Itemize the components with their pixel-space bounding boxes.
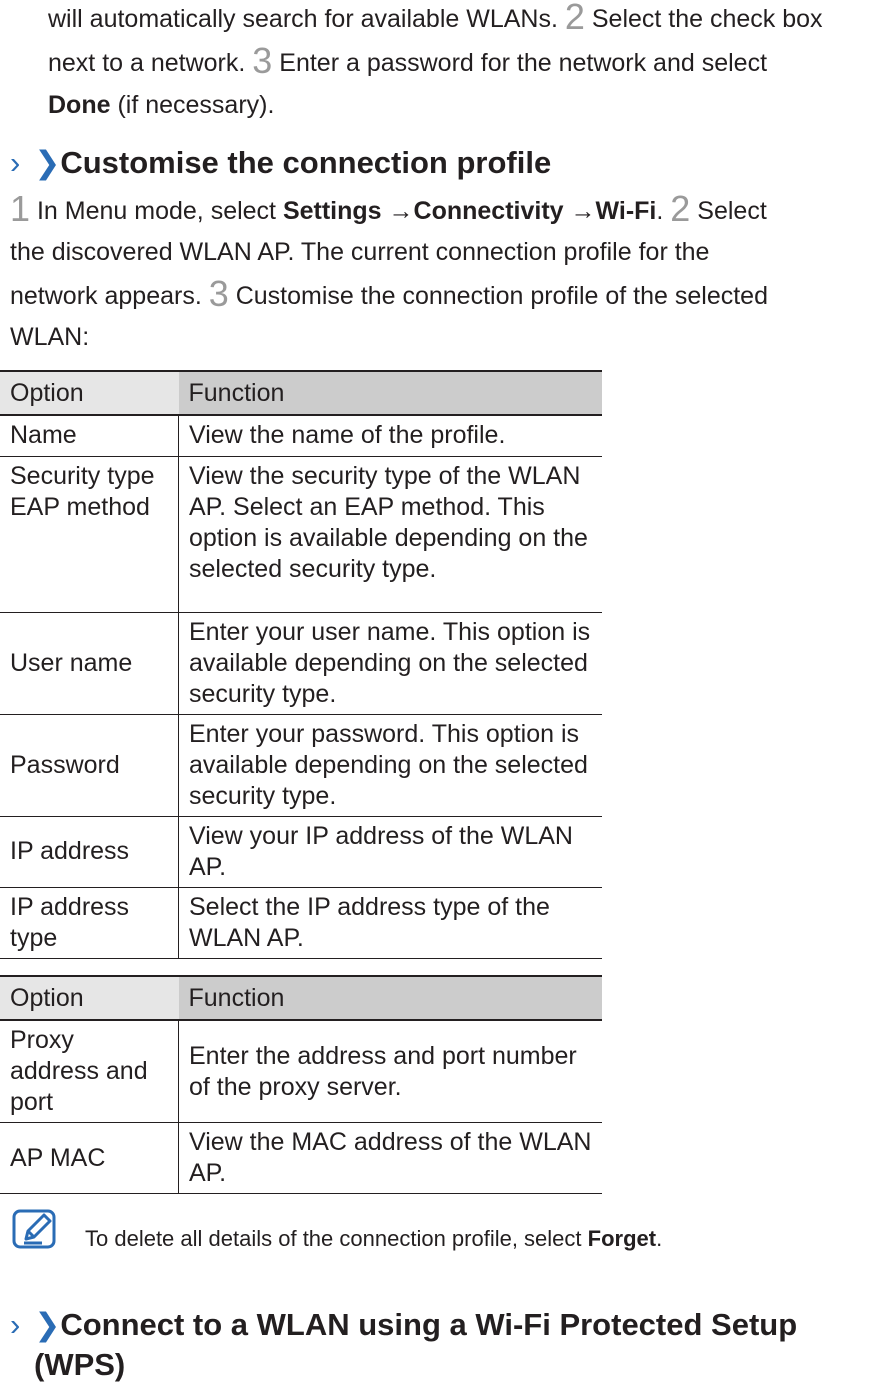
step2-line3: network appears.: [10, 282, 202, 310]
connectivity-label: Connectivity: [413, 197, 564, 225]
wifi-label: Wi-Fi: [595, 197, 657, 225]
note-body: To delete all details of the connection …: [85, 1226, 582, 1251]
arrow: →: [388, 197, 414, 225]
function-cell: View your IP address of the WLAN AP.: [178, 816, 602, 888]
chevron-right-bold-icon: ❯: [34, 145, 61, 180]
function-cell: View the MAC address of the WLAN AP.: [178, 1122, 602, 1194]
step-number: 3: [252, 40, 273, 81]
step-number: 2: [564, 0, 585, 37]
section-heading-customise: › ❯Customise the connection profile: [10, 143, 551, 183]
table-row: Proxy address and port Enter the address…: [0, 1020, 602, 1123]
step1-text: In Menu mode, select: [36, 197, 276, 225]
settings-label: Settings: [282, 197, 382, 225]
table-row: Name View the name of the profile.: [0, 415, 602, 457]
option-cell: Name: [0, 415, 179, 457]
option-cell: IP address type: [0, 887, 179, 959]
step-number: 2: [670, 188, 691, 229]
column-header-option: Option: [0, 976, 179, 1020]
step2-line2: the discovered WLAN AP. The current conn…: [10, 238, 710, 266]
function-cell: View the security type of the WLAN AP. S…: [178, 456, 602, 613]
column-header-function: Function: [178, 976, 602, 1020]
intro-text-5: (if necessary).: [117, 91, 275, 119]
done-label: Done: [48, 91, 111, 119]
arrow: →: [570, 197, 596, 225]
function-cell: Select the IP address type of the WLAN A…: [178, 887, 602, 959]
section-title: Customise the connection profile: [60, 145, 552, 180]
table-header-row: Option Function: [0, 976, 602, 1020]
function-cell: Enter the address and port number of the…: [178, 1020, 602, 1123]
function-cell: View the name of the profile.: [178, 415, 602, 457]
note-period: .: [656, 1226, 663, 1251]
table-row: IP address View your IP address of the W…: [0, 816, 602, 888]
section-title-line1: Connect to a WLAN using a Wi-Fi Protecte…: [60, 1307, 798, 1342]
option-cell: IP address: [0, 816, 179, 888]
intro-text-4: Enter a password for the network and sel…: [279, 49, 768, 77]
step-number: 1: [10, 188, 31, 229]
chevron-right-icon: ›: [10, 145, 21, 180]
intro-text-3: next to a network.: [48, 49, 246, 77]
steps-paragraph: 1 In Menu mode, select Settings →Connect…: [10, 188, 880, 358]
option-cell: AP MAC: [0, 1122, 179, 1194]
intro-text-1: will automatically search for available …: [48, 5, 558, 33]
table-row: Password Enter your password. This optio…: [0, 714, 602, 817]
table-row: AP MAC View the MAC address of the WLAN …: [0, 1122, 602, 1194]
table-row: User name Enter your user name. This opt…: [0, 612, 602, 715]
table-header-row: Option Function: [0, 371, 602, 415]
note-callout: [12, 1207, 58, 1256]
step2-text: Select: [697, 197, 767, 225]
table-row: Security type EAP method View the securi…: [0, 456, 602, 613]
section-title-line2: (WPS): [34, 1347, 126, 1382]
chevron-right-icon: ›: [10, 1307, 21, 1342]
function-cell: Enter your password. This option is avai…: [178, 714, 602, 817]
options-table-1: Option Function Name View the name of th…: [0, 370, 602, 959]
note-pencil-icon: [12, 1207, 58, 1256]
option-cell: Proxy address and port: [0, 1020, 179, 1123]
chevron-right-bold-icon: ❯: [34, 1307, 61, 1342]
step3-line4: WLAN:: [10, 323, 90, 351]
intro-paragraph: will automatically search for available …: [48, 0, 887, 126]
column-header-option: Option: [0, 371, 179, 415]
forget-label: Forget: [587, 1226, 657, 1251]
period: .: [656, 197, 664, 225]
option-cell: Security type EAP method: [0, 456, 179, 613]
options-table-2: Option Function Proxy address and port E…: [0, 975, 602, 1194]
step-number: 3: [208, 273, 229, 314]
note-text: To delete all details of the connection …: [85, 1226, 662, 1252]
function-cell: Enter your user name. This option is ava…: [178, 612, 602, 715]
table-row: IP address type Select the IP address ty…: [0, 887, 602, 959]
section-heading-wps: › ❯Connect to a WLAN using a Wi-Fi Protec…: [10, 1305, 880, 1385]
option-cell: User name: [0, 612, 179, 715]
step3-text: Customise the connection profile of the …: [235, 282, 768, 310]
option-cell: Password: [0, 714, 179, 817]
column-header-function: Function: [178, 371, 602, 415]
intro-text-2: Select the check box: [591, 5, 823, 33]
